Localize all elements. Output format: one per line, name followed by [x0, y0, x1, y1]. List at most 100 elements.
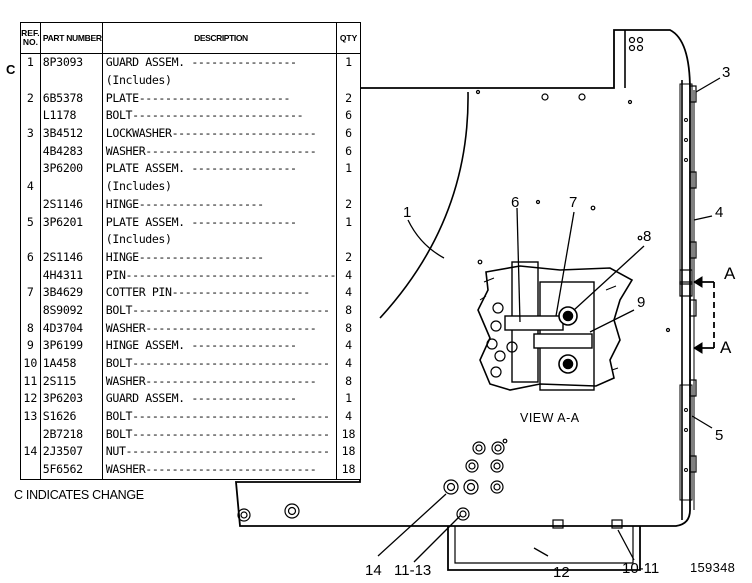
cell-description: GUARD ASSEM. ----------------: [101, 390, 338, 408]
cell-ref-no: [20, 460, 41, 480]
guard-curve: [379, 91, 469, 319]
cell-qty: 6: [336, 142, 361, 161]
view-a-a-label: VIEW A-A: [520, 411, 580, 425]
callout-11-13: 11-13: [394, 562, 432, 579]
cell-ref-no: 2: [20, 89, 41, 108]
callout-12: 12: [553, 564, 570, 581]
cell-description: PLATE ASSEM. ----------------: [101, 160, 338, 178]
cell-qty: 18: [336, 425, 361, 444]
cell-qty: 2: [336, 248, 361, 267]
callout-14: 14: [365, 562, 382, 579]
cell-qty: 4: [336, 283, 361, 302]
cell-part-number: [39, 230, 103, 249]
cell-qty: 4: [336, 354, 361, 373]
cell-part-number: 4B4283: [39, 142, 103, 161]
callout-5: 5: [715, 427, 724, 444]
cell-part-number: 2J3507: [39, 443, 103, 461]
cell-description: HINGE-------------------: [101, 248, 338, 267]
cell-qty: 4: [336, 407, 361, 426]
view-holes: [486, 302, 518, 378]
cell-ref-no: 9: [20, 337, 41, 355]
cell-description: PIN--------------------------------: [101, 266, 338, 284]
cell-description: (Includes): [101, 177, 338, 196]
cell-ref-no: 3: [20, 124, 41, 143]
cell-ref-no: 11: [20, 372, 41, 391]
section-label-a-bottom: A: [720, 338, 732, 357]
callout-9: 9: [637, 294, 646, 311]
table-header-row: REF. NO. PART NUMBER DESCRIPTION QTY: [20, 22, 361, 54]
cell-part-number: [39, 71, 103, 90]
table-row: (Includes): [20, 230, 361, 249]
cell-description: BOLT------------------------------: [101, 407, 338, 426]
cell-qty: 4: [336, 337, 361, 355]
cell-part-number: 3P6200: [39, 160, 103, 178]
cell-description: BOLT------------------------------: [101, 301, 338, 320]
callout-7: 7: [569, 194, 578, 211]
change-note: C INDICATES CHANGE: [14, 488, 144, 502]
cell-description: NUT-------------------------------: [101, 443, 338, 461]
cell-part-number: 5F6562: [39, 460, 103, 480]
cell-ref-no: 14: [20, 443, 41, 461]
callout-3: 3: [722, 64, 731, 81]
cell-part-number: 4H4311: [39, 266, 103, 284]
cell-part-number: 6B5378: [39, 89, 103, 108]
cell-description: COTTER PIN---------------------: [101, 283, 338, 302]
hinge-strip-lower: [679, 384, 693, 501]
callout-10-11: 10-11: [622, 560, 660, 577]
cell-ref-no: [20, 142, 41, 161]
cell-description: WASHER--------------------------: [101, 319, 338, 337]
cell-ref-no: [20, 301, 41, 320]
cell-part-number: 2S1146: [39, 248, 103, 267]
cell-ref-no: [20, 425, 41, 444]
callout-6: 6: [511, 194, 520, 211]
section-label-a-top: A: [724, 264, 736, 283]
cell-description: HINGE ASSEM. ----------------: [101, 337, 338, 355]
cell-qty: 18: [336, 443, 361, 461]
cell-ref-no: 8: [20, 319, 41, 337]
edge-rivets: [684, 118, 688, 472]
cell-qty: 8: [336, 372, 361, 391]
view-a-a-detail: [477, 261, 634, 391]
cell-ref-no: 1: [20, 53, 41, 72]
cell-description: WASHER--------------------------: [101, 372, 338, 391]
cell-part-number: 3P6203: [39, 390, 103, 408]
cell-ref-no: [20, 195, 41, 214]
guard-plate-outline: [235, 29, 691, 527]
cell-qty: 18: [336, 460, 361, 480]
cell-ref-no: [20, 266, 41, 284]
cell-ref-no: 7: [20, 283, 41, 302]
cell-qty: 1: [336, 213, 361, 231]
cell-description: BOLT------------------------------: [101, 425, 338, 444]
cell-description: PLATE-----------------------: [101, 89, 338, 108]
lower-bolt-right: [611, 519, 623, 529]
cell-description: (Includes): [101, 71, 338, 90]
header-ref-no: REF. NO.: [20, 22, 41, 54]
edge-bolts: [679, 85, 697, 473]
cell-part-number: 3P6199: [39, 337, 103, 355]
lower-guard-bar: [447, 526, 641, 571]
cell-qty: 1: [336, 160, 361, 178]
cell-description: PLATE ASSEM. ----------------: [101, 213, 338, 231]
cell-qty: 8: [336, 319, 361, 337]
callout-1: 1: [403, 204, 412, 221]
cell-part-number: 2S115: [39, 372, 103, 391]
cell-description: HINGE-------------------: [101, 195, 338, 214]
view-shading-left: [479, 277, 619, 371]
cell-part-number: 4D3704: [39, 319, 103, 337]
cell-qty: 6: [336, 124, 361, 143]
cell-ref-no: 6: [20, 248, 41, 267]
cell-description: (Includes): [101, 230, 338, 249]
